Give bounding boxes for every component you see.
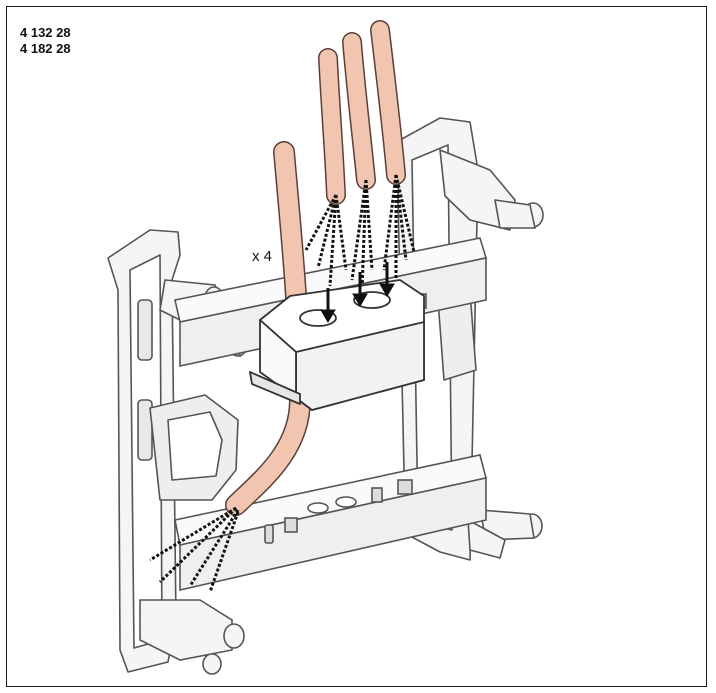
product-codes: 4 132 28 4 182 28 <box>20 25 71 57</box>
insertion-arrows <box>320 262 395 323</box>
right-mounting-frame <box>397 117 544 561</box>
twisted-wire-bundles <box>304 174 416 291</box>
horizontal-rail-lower <box>174 454 487 592</box>
product-code-1: 4 132 28 <box>20 25 71 40</box>
diagram-border <box>6 6 707 687</box>
product-code-2: 4 182 28 <box>20 41 71 56</box>
bottom-wire-strands <box>149 506 240 593</box>
top-cables <box>318 20 406 205</box>
bottom-left-latch <box>139 599 245 675</box>
quantity-label: x 4 <box>252 248 273 265</box>
